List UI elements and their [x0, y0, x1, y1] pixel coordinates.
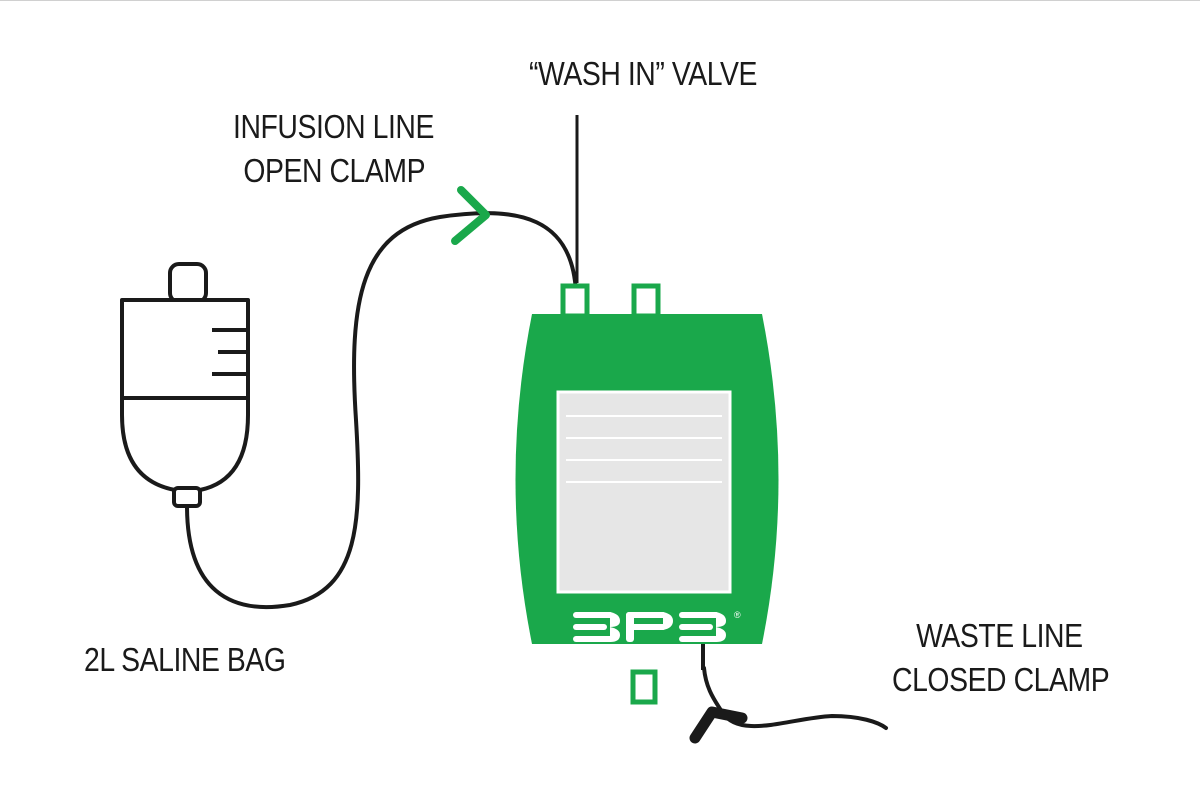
- waste-line-state: CLOSED CLAMP: [892, 661, 1110, 698]
- waste-tube: [702, 666, 888, 730]
- logo-subtitle: medica: [608, 645, 684, 662]
- logo-registered: ®: [734, 610, 741, 620]
- wash-in-valve-label: “WASH IN” VALVE: [529, 55, 757, 92]
- label-panel: [556, 390, 732, 594]
- label-panel-lines: [566, 415, 722, 483]
- open-clamp-icon: [451, 186, 490, 245]
- bpb-logo: [573, 612, 726, 642]
- infusion-line-state: OPEN CLAMP: [243, 152, 426, 189]
- bottom-port-left: [630, 669, 658, 705]
- waste-line-label: WASTE LINE CLOSED CLAMP: [892, 614, 1110, 702]
- waste-line-title: WASTE LINE: [916, 617, 1083, 654]
- blood-bag: ® medica: [515, 314, 779, 662]
- closed-clamp-icon: [689, 706, 748, 744]
- top-border: [0, 0, 1200, 1]
- top-ports: [560, 283, 661, 319]
- saline-bag-icon: [120, 262, 250, 508]
- infusion-tube: [185, 211, 578, 610]
- infusion-line-label: INFUSION LINE OPEN CLAMP: [233, 105, 434, 193]
- top-port-right: [631, 283, 661, 319]
- saline-bag-label: 2L SALINE BAG: [84, 641, 286, 678]
- infusion-line-title: INFUSION LINE: [233, 108, 434, 145]
- bottom-ports: [630, 669, 658, 705]
- wash-in-valve-port: [560, 283, 590, 319]
